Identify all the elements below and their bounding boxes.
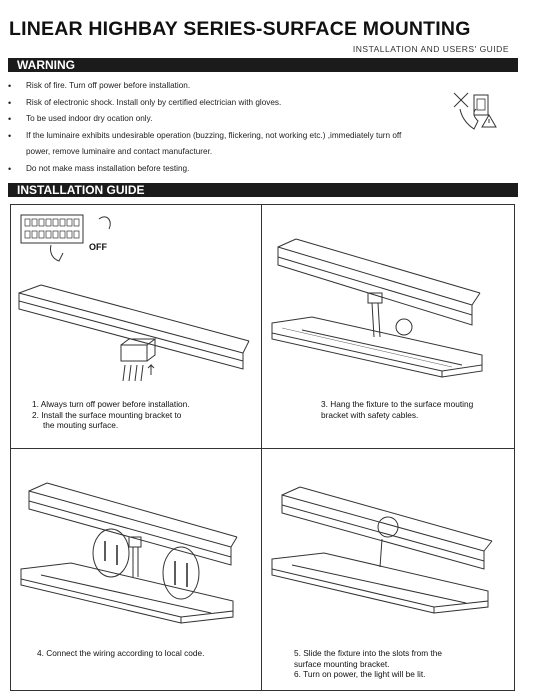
step-2-illustration	[271, 238, 483, 378]
grid-divider-horizontal	[10, 448, 515, 449]
step-5-illustration	[271, 486, 493, 614]
caption-line: 5. Slide the fixture into the slots from…	[294, 648, 443, 658]
warning-item: Risk of fire. Turn off power before inst…	[8, 78, 468, 95]
warning-item: To be used indoor dry ocation only.	[8, 111, 468, 128]
warning-item: Do not make mass installation before tes…	[8, 161, 468, 178]
warning-item: Risk of electronic shock. Install only b…	[8, 95, 468, 112]
caption-line: surface mounting bracket.	[294, 658, 390, 669]
warning-item-continued: power, remove luminaire and contact manu…	[26, 147, 213, 156]
mounting-bracket-drawing	[18, 284, 250, 370]
step-3-caption: 3. Hang the fixture to the surface mouti…	[321, 399, 473, 420]
step-1-caption: 1. Always turn off power before installa…	[32, 399, 190, 431]
grid-divider-vertical	[261, 204, 262, 691]
page-title: LINEAR HIGHBAY SERIES-SURFACE MOUNTING	[9, 18, 471, 40]
caption-line: 4. Connect the wiring according to local…	[37, 648, 205, 658]
warning-list: Risk of fire. Turn off power before inst…	[8, 78, 468, 177]
installation-grid	[10, 204, 515, 691]
caption-line: the mouting surface.	[43, 420, 119, 430]
caption-line: bracket with safety cables.	[321, 409, 419, 420]
breaker-panel-icon	[20, 214, 111, 262]
page-subtitle: INSTALLATION AND USERS' GUIDE	[352, 44, 509, 54]
warning-item: If the luminaire exhibits undesirable op…	[8, 128, 468, 145]
caption-line: 2. Install the surface mounting bracket …	[32, 409, 182, 420]
caption-line: 1. Always turn off power before installa…	[32, 399, 190, 409]
installation-heading: INSTALLATION GUIDE	[8, 183, 518, 197]
step-4-caption: 4. Connect the wiring according to local…	[37, 648, 204, 659]
caption-line: 6. Turn on power, the light will be lit.	[294, 669, 426, 679]
step-1-illustration: OFF	[18, 214, 250, 382]
step-4-illustration	[20, 482, 238, 624]
warning-heading: WARNING	[8, 58, 518, 72]
step-5-caption: 5. Slide the fixture into the slots from…	[294, 648, 442, 680]
off-label: OFF	[89, 242, 107, 252]
caption-line: 3. Hang the fixture to the surface mouti…	[321, 399, 474, 409]
electric-hazard-icon	[453, 92, 497, 130]
